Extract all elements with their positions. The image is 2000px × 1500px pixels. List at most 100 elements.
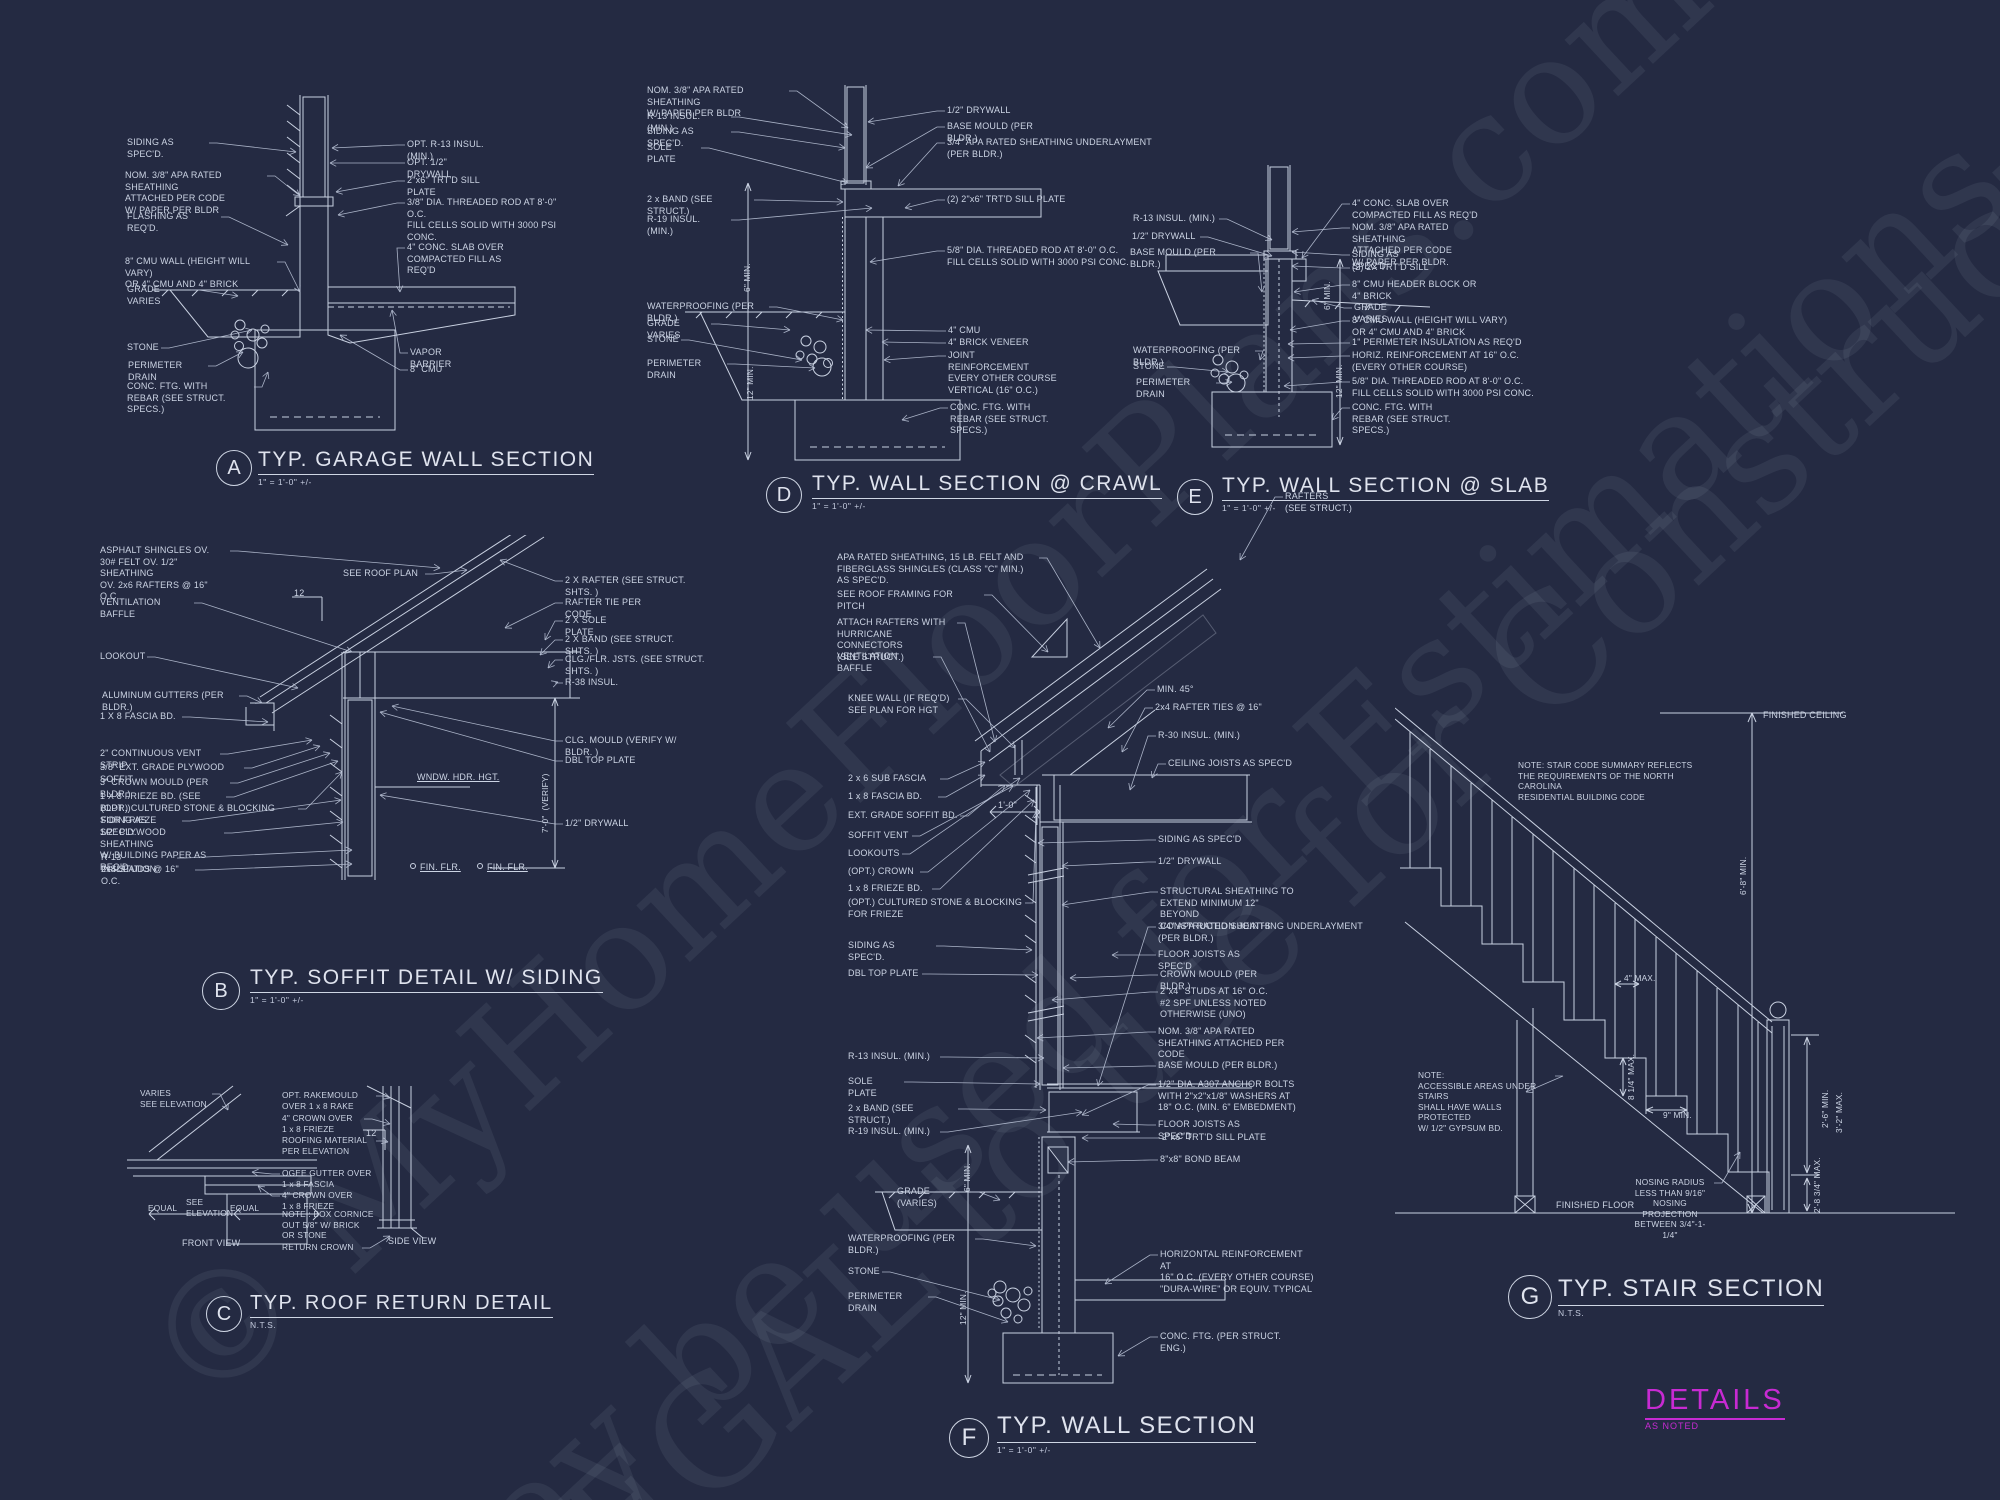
section-title-text: TYP. SOFFIT DETAIL W/ SIDING <box>250 966 603 993</box>
section-title-b: TYP. SOFFIT DETAIL W/ SIDING 1" = 1'-0" … <box>250 966 603 1005</box>
callout-label: KNEE WALL (IF REQ'D) SEE PLAN FOR HGT <box>848 693 950 715</box>
callout-label: ALUMINUM GUTTERS (PER BLDR.) <box>102 690 224 712</box>
callout-label: GRADE (VARIES) <box>897 1186 937 1208</box>
callout-label: NOM. 3/8" APA RATED SHEATHING ATTACHED P… <box>1158 1026 1285 1060</box>
callout-label: CROWN MOULD (PER BLDR.) <box>1160 969 1258 991</box>
dim-label: 4" MAX. <box>1624 973 1656 983</box>
callout-label: CONC. FTG. (PER STRUCT. ENG.) <box>1160 1331 1282 1353</box>
callout-label: 1 x 8 FASCIA BD. <box>848 791 923 801</box>
callout-label: CONC. FTG. WITH REBAR (SEE STRUCT. SPECS… <box>950 402 1049 436</box>
section-scale: 1" = 1'-0" +/- <box>250 995 304 1005</box>
callout-label: 1 X 8 FASCIA BD. <box>100 711 176 721</box>
callout-label: 3/8" EXT. GRADE PLYWOOD SOFFIT <box>100 762 225 784</box>
fin-flr-label: FIN. FLR. <box>420 862 461 872</box>
callout-label: BASE MOULD (PER BLDR.) <box>1130 247 1217 269</box>
callout-label: MIN. 45° <box>1157 684 1194 694</box>
dim-label: 9" MIN. <box>1663 1110 1692 1120</box>
section-title-text: TYP. STAIR SECTION <box>1558 1275 1825 1306</box>
dim-label: 8 1/4" MAX. <box>1626 1053 1636 1100</box>
dim-label: 12" MIN. <box>745 366 755 400</box>
callout-label: 2 x BAND (SEE STRUCT.) <box>647 194 713 216</box>
section-scale: 1" = 1'-0" +/- <box>1222 503 1276 513</box>
section-title-c: TYP. ROOF RETURN DETAIL N.T.S. <box>250 1292 553 1330</box>
callout-label: VENTILATION BAFFLE <box>100 597 161 619</box>
callout-label: CONC. FTG. WITH REBAR (SEE STRUCT. SPECS… <box>1352 402 1451 436</box>
callout-label: CONC. FTG. WITH REBAR (SEE STRUCT. SPECS… <box>127 381 226 415</box>
callout-label: SIDING AS SPEC'D. <box>100 815 147 837</box>
callout-label: 3/4" APA RATED SHEATHING UNDERLAYMENT (P… <box>947 137 1152 159</box>
detail-letter: C <box>216 1302 232 1325</box>
stair-section-drawing <box>1395 690 1965 1290</box>
section-title-text: TYP. WALL SECTION @ CRAWL <box>812 472 1163 499</box>
callout-label: (OPT.) CULTURED STONE & BLOCKING FOR FRI… <box>848 897 1023 919</box>
section-title-text: TYP. WALL SECTION <box>997 1412 1257 1443</box>
dim-label: EQUAL <box>230 1203 260 1213</box>
callout-label: 8" CMU WALL (HEIGHT WILL VARY) OR 4" CMU… <box>125 256 250 290</box>
callout-label: WATERPROOFING (PER BLDR.) <box>848 1233 956 1255</box>
callout-label: OGEE GUTTER OVER 1 x 8 FASCIA <box>282 1168 372 1189</box>
callout-label: WATERPROOFING (PER BLDR.) <box>647 301 755 323</box>
detail-letter: D <box>776 483 792 506</box>
callout-label: RAFTER TIE PER CODE <box>565 597 642 619</box>
callout-label: 1/2" DIA. A307 ANCHOR BOLTS WITH 2"x2"x1… <box>1158 1079 1297 1113</box>
slope-label: 12 <box>294 588 305 598</box>
detail-bubble-g: G <box>1508 1275 1552 1319</box>
callout-label: SIDING AS SPEC'D. <box>127 137 174 159</box>
callout-label: FLOOR JOISTS AS SPEC'D <box>1158 949 1241 971</box>
callout-label: 4" CONC. SLAB OVER COMPACTED FILL AS REQ… <box>407 242 504 276</box>
section-scale: N.T.S. <box>250 1320 277 1330</box>
callout-label: CLG. MOULD (VERIFY W/ BLDR. ) <box>565 735 677 757</box>
callout-label: VENTILATION BAFFLE <box>837 651 898 673</box>
callout-label: SOFFIT VENT <box>848 830 909 840</box>
section-scale: 1" = 1'-0" +/- <box>997 1445 1051 1455</box>
callout-label: CLG./FLR. JSTS. (SEE STRUCT. SHTS. ) <box>565 654 705 676</box>
callout-label: 3/4" APA RATED SHEATHING UNDERLAYMENT (P… <box>1158 921 1363 943</box>
callout-label: OPT. R-13 INSUL. (MIN.) <box>407 139 484 161</box>
callout-label: 8" CMU <box>410 364 443 374</box>
callout-label: ATTACH RAFTERS WITH HURRICANE CONNECTORS… <box>837 617 946 662</box>
callout-label: GRADE VARIES <box>647 318 681 340</box>
sheet-scale-note: AS NOTED <box>1645 1421 1700 1431</box>
callout-label: LOOKOUT <box>100 651 146 661</box>
callout-label: GRADE VARIES <box>127 284 161 306</box>
callout-label: ASPHALT SHINGLES OV. 30# FELT OV. 1/2" S… <box>100 545 210 602</box>
dim-label: 6'-8" MIN. <box>1738 856 1748 895</box>
callout-label: 2x4 RAFTER TIES @ 16" <box>1155 702 1262 712</box>
callout-label: 4" CROWN OVER 1 x 8 FRIEZE <box>282 1113 353 1134</box>
callout-label: FINISHED CEILING <box>1763 710 1847 720</box>
dim-label: 1'-0" <box>998 800 1017 810</box>
detail-bubble-d: D <box>766 477 802 513</box>
section-title-text: TYP. ROOF RETURN DETAIL <box>250 1292 553 1318</box>
callout-label: 2 x 6 SUB FASCIA <box>848 773 927 783</box>
callout-label: VARIES SEE ELEVATION <box>140 1088 207 1109</box>
callout-label: WATERPROOFING (PER BLDR.) <box>1133 345 1241 367</box>
callout-label: R-19 INSUL. (MIN.) <box>647 214 701 236</box>
callout-label: NOM. 3/8" APA RATED SHEATHING ATTACHED P… <box>125 170 226 215</box>
callout-label: (OPT.) CROWN <box>848 866 914 876</box>
detail-letter: F <box>961 1424 977 1451</box>
dim-label: EQUAL <box>148 1203 178 1213</box>
detail-bubble-a: A <box>216 450 252 486</box>
section-scale: 1" = 1'-0" +/- <box>812 501 866 511</box>
callout-label: PERIMETER DRAIN <box>1136 377 1191 399</box>
detail-letter: G <box>1520 1283 1540 1310</box>
sheet-title-block: DETAILS AS NOTED <box>1645 1384 1785 1431</box>
fin-flr-label: FIN. FLR. <box>487 862 528 872</box>
detail-letter: A <box>227 456 241 479</box>
callout-label: PERIMETER DRAIN <box>848 1291 903 1313</box>
callout-label: STONE <box>127 342 159 352</box>
callout-label: 4" CONC. SLAB OVER COMPACTED FILL AS REQ… <box>1352 198 1478 220</box>
dim-label: 2'-8 3/4" MAX. <box>1812 1157 1822 1213</box>
dim-label: 12" MIN. <box>958 1291 968 1325</box>
callout-label: OPT. RAKEMOULD OVER 1 x 8 RAKE <box>282 1090 359 1111</box>
callout-label: 1/2" DRYWALL <box>1132 231 1196 241</box>
callout-label: 2 X BAND (SEE STRUCT. SHTS. ) <box>565 634 675 656</box>
callout-label: BASE MOULD (PER BLDR.) <box>947 121 1034 143</box>
callout-label: BASE MOULD (PER BLDR.) <box>1158 1060 1278 1070</box>
detail-bubble-f: F <box>949 1418 989 1458</box>
callout-label: 1/2" DRYWALL <box>1158 856 1222 866</box>
callout-label: ROOFING MATERIAL PER ELEVATION <box>282 1135 368 1156</box>
callout-label: SOLE PLATE <box>647 142 676 164</box>
callout-label: DBL TOP PLATE <box>565 755 636 765</box>
callout-label: 4" CROWN OVER 1 x 8 FRIEZE <box>282 1190 353 1211</box>
